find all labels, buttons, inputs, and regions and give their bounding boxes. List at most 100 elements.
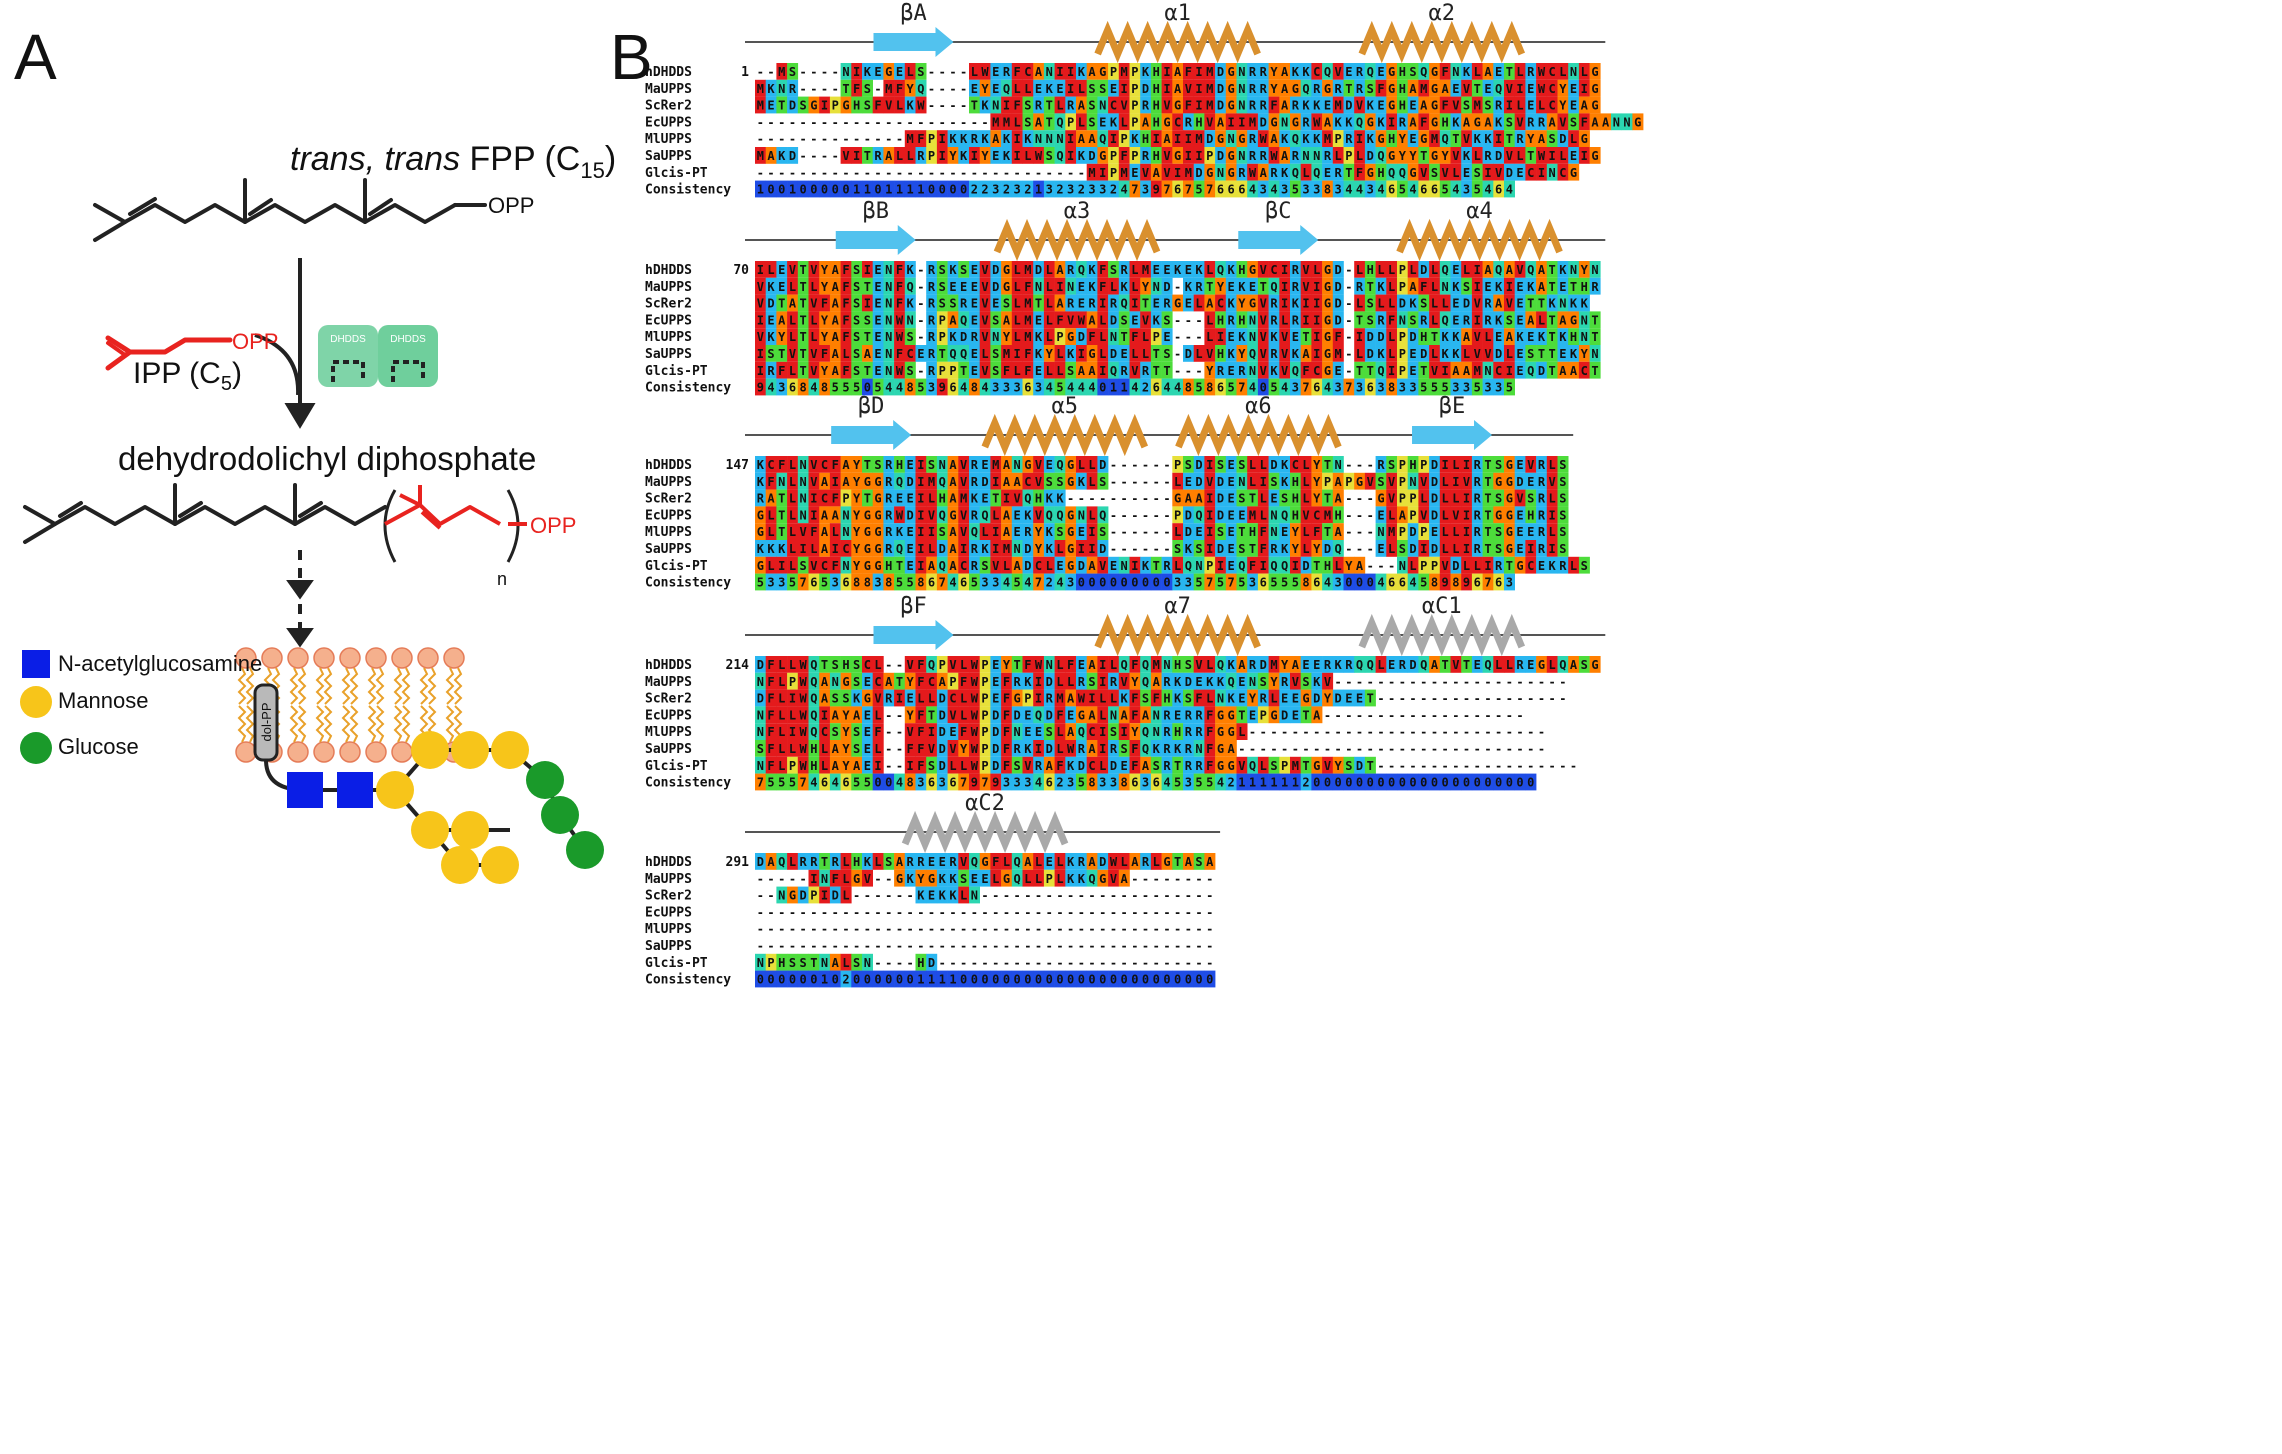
residue-letter: H xyxy=(1335,508,1342,522)
residue-letter: L xyxy=(1056,542,1063,556)
residue-cell xyxy=(872,147,884,164)
residue-letter: - xyxy=(885,658,892,672)
residue-cell xyxy=(969,311,980,329)
residue-letter: L xyxy=(1099,692,1106,706)
repeat-unit xyxy=(384,485,501,530)
residue-cell xyxy=(1354,311,1366,329)
residue-letter: S xyxy=(1495,542,1502,556)
residue-letter: 3 xyxy=(1014,776,1021,790)
residue-letter: R xyxy=(971,458,979,472)
residue-letter: 8 xyxy=(917,576,924,590)
residue-letter: D xyxy=(1195,458,1202,472)
residue-letter: - xyxy=(1549,692,1556,706)
residue-letter: T xyxy=(1420,149,1427,163)
residue-letter: E xyxy=(1495,330,1502,344)
residue-letter: K xyxy=(1067,347,1075,361)
residue-letter: S xyxy=(800,99,807,113)
residue-letter: - xyxy=(1356,525,1363,539)
residue-cell xyxy=(1097,277,1109,295)
residue-letter: L xyxy=(1516,65,1523,79)
residue-letter: R xyxy=(1260,99,1268,113)
residue-letter: A xyxy=(1153,166,1161,180)
residue-letter: L xyxy=(1003,559,1010,573)
residue-letter: - xyxy=(1549,675,1556,689)
residue-cell xyxy=(1086,345,1098,362)
residue-letter: D xyxy=(1313,692,1320,706)
residue-letter: R xyxy=(885,492,893,506)
residue-letter: Q xyxy=(1377,149,1384,163)
residue-letter: K xyxy=(971,492,979,506)
residue-letter: I xyxy=(1463,525,1470,539)
lipid-tail xyxy=(367,667,377,705)
species-name: SaUPPS xyxy=(645,542,692,557)
residue-letter: I xyxy=(810,872,817,886)
species-name: MaUPPS xyxy=(645,872,692,887)
residue-letter: 2 xyxy=(1142,381,1149,395)
residue-letter: A xyxy=(778,313,786,327)
residue-cell xyxy=(819,96,831,114)
residue-letter: E xyxy=(1570,82,1577,96)
residue-letter: I xyxy=(907,759,914,773)
residue-letter: N xyxy=(1099,99,1106,113)
residue-letter: G xyxy=(1506,458,1513,472)
residue-cell xyxy=(1279,328,1291,345)
residue-letter: S xyxy=(853,313,860,327)
residue-letter: N xyxy=(1281,115,1288,129)
residue-letter: - xyxy=(1367,508,1374,522)
residue-cell xyxy=(1129,180,1141,198)
residue-letter: V xyxy=(1281,347,1288,361)
residue-letter: R xyxy=(1249,82,1257,96)
residue-letter: P xyxy=(1420,525,1427,539)
residue-letter: Q xyxy=(1292,132,1299,146)
residue-cell xyxy=(1578,130,1590,147)
residue-letter: Y xyxy=(853,525,861,539)
residue-cell xyxy=(1471,96,1483,114)
residue-letter: A xyxy=(1206,855,1214,869)
residue-letter: Y xyxy=(907,82,915,96)
residue-letter: H xyxy=(1409,458,1416,472)
residue-cell xyxy=(1300,163,1312,181)
residue-letter: G xyxy=(1217,132,1224,146)
ss-label: α7 xyxy=(1164,594,1191,619)
residue-letter: L xyxy=(1377,263,1384,277)
residue-cell xyxy=(1108,113,1120,131)
residue-letter: D xyxy=(1335,280,1342,294)
residue-letter: - xyxy=(1420,742,1427,756)
residue-letter: K xyxy=(1292,65,1300,79)
residue-letter: 0 xyxy=(1495,776,1502,790)
residue-letter: - xyxy=(810,115,817,129)
residue-letter: V xyxy=(1506,149,1513,163)
residue-cell xyxy=(1418,63,1430,80)
residue-cell xyxy=(1450,63,1462,80)
residue-cell xyxy=(1215,294,1227,312)
residue-letter: D xyxy=(1260,115,1267,129)
residue-letter: - xyxy=(1110,475,1117,489)
residue-cell xyxy=(1022,294,1034,312)
residue-letter: T xyxy=(1324,492,1331,506)
residue-letter: - xyxy=(1153,508,1160,522)
residue-letter: M xyxy=(1335,347,1342,361)
residue-cell xyxy=(1493,277,1505,295)
residue-letter: Q xyxy=(1056,149,1063,163)
residue-cell xyxy=(1257,180,1269,198)
residue-letter: N xyxy=(1153,708,1160,722)
residue-letter: G xyxy=(1388,65,1395,79)
residue-cell xyxy=(1140,163,1152,181)
residue-cell xyxy=(840,277,852,295)
residue-letter: L xyxy=(1174,559,1181,573)
residue-letter: Q xyxy=(1217,263,1224,277)
residue-cell xyxy=(808,277,820,295)
residue-cell xyxy=(1279,311,1291,329)
residue-letter: K xyxy=(1281,458,1289,472)
residue-letter: E xyxy=(1377,99,1384,113)
residue-letter: G xyxy=(1099,149,1106,163)
residue-letter: K xyxy=(1559,263,1567,277)
residue-letter: E xyxy=(907,692,914,706)
residue-letter: F xyxy=(821,297,828,311)
residue-letter: Q xyxy=(810,692,817,706)
lipid-tail xyxy=(271,705,281,743)
residue-letter: L xyxy=(1024,82,1031,96)
residue-cell xyxy=(1236,328,1248,345)
